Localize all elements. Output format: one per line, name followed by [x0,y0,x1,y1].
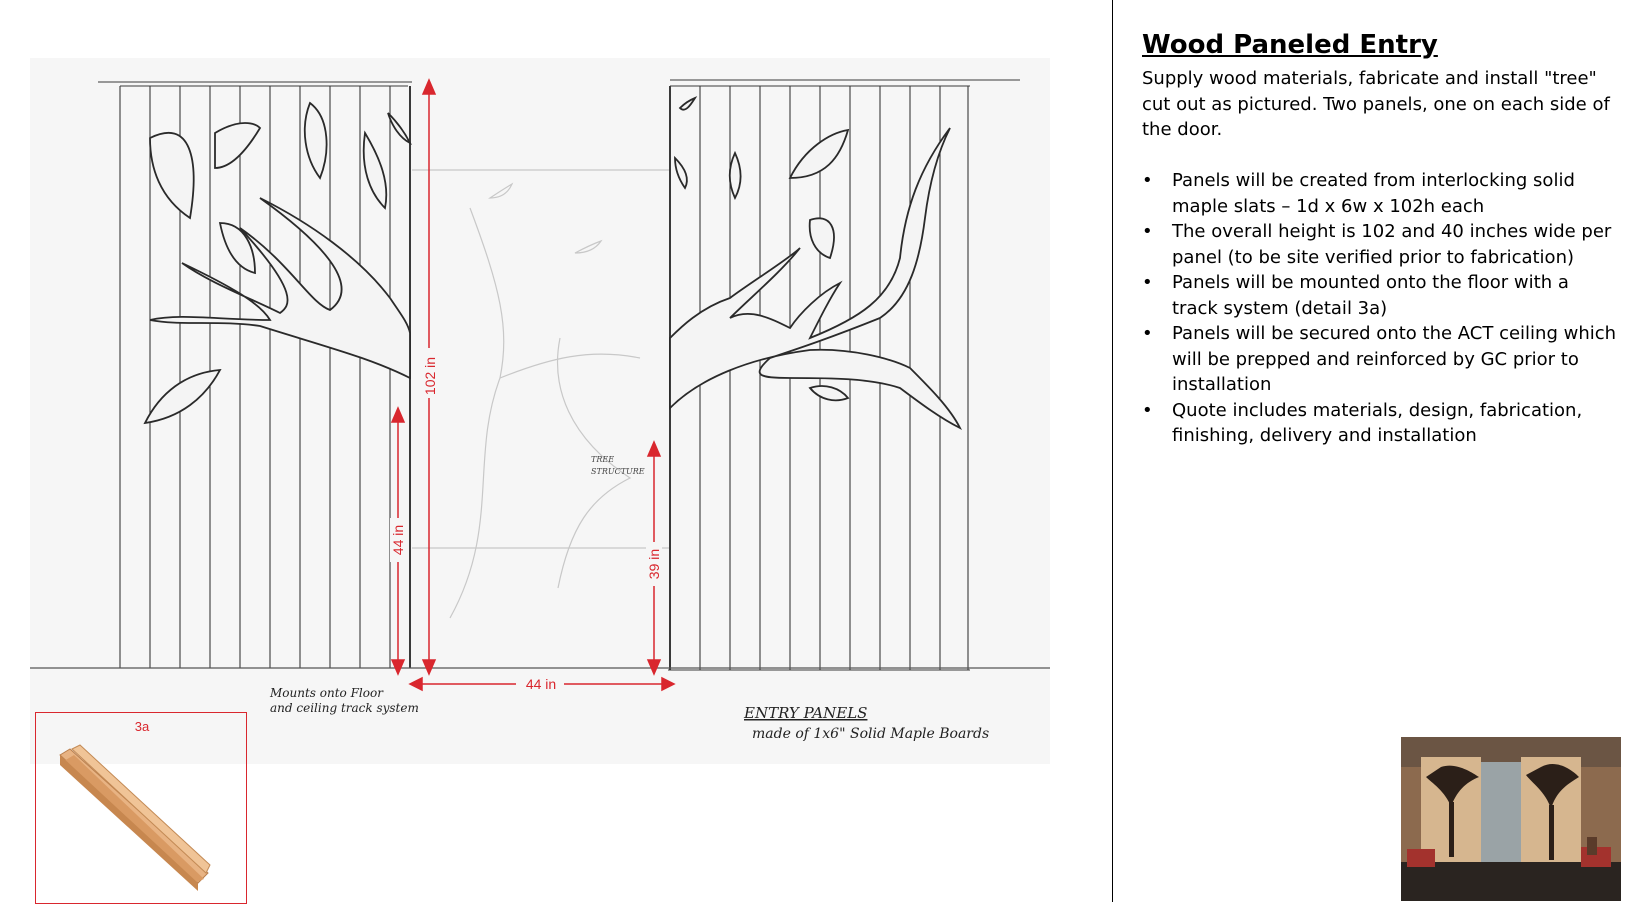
track-detail-box: 3a [35,712,247,904]
right-tree-cutout [669,96,963,431]
handwritten-mount-note-line2: and ceiling track system [270,701,419,715]
page-divider [1112,0,1113,902]
entry-panel-sketch: 102 in 44 in 39 in 44 in Mounts onto Flo… [30,58,1050,764]
dimension-label-left-opening: 44 in [390,525,406,555]
handwritten-tree-note-line1: TREE [591,455,614,464]
scope-item: • The overall height is 102 and 40 inches… [1142,219,1617,270]
handwritten-tree-note-line2: STRUCTURE [591,467,645,476]
scope-item-text: Quote includes materials, design, fabric… [1172,399,1583,447]
bullet-icon: • [1142,399,1153,421]
intro-paragraph: Supply wood materials, fabricate and ins… [1142,68,1610,140]
bullet-icon: • [1142,272,1153,293]
background-tree-sketch [412,169,670,619]
reference-lobby-photo [1401,737,1621,901]
scope-item-text: Panels will be mounted onto the floor wi… [1172,272,1569,319]
bullet-icon: • [1142,221,1153,242]
scope-item-text: Panels will be created from interlocking… [1172,170,1575,217]
dimension-label-height: 102 in [422,357,438,395]
bullet-icon: • [1142,170,1153,191]
scope-item-text: Panels will be secured onto the ACT ceil… [1172,323,1617,395]
track-rail-image [59,744,211,891]
scope-item-text: The overall height is 102 and 40 inches … [1172,221,1612,268]
dimension-label-right-opening: 39 in [646,549,662,579]
detail-label: 3a [134,719,150,734]
page-title: Wood Paneled Entry [1142,30,1438,60]
dimension-label-gap: 44 in [526,676,556,692]
scope-list: • Panels will be created from interlockin… [1142,168,1617,449]
handwritten-entry-title: ENTRY PANELS [743,704,867,722]
handwritten-mount-note-line1: Mounts onto Floor [269,686,384,700]
scope-item: • Panels will be created from interlockin… [1142,168,1617,219]
scope-item: • Panels will be mounted onto the floor w… [1142,270,1617,321]
handwritten-entry-material: made of 1x6" Solid Maple Boards [752,726,989,742]
bullet-icon: • [1142,323,1153,344]
dimension-lines [390,78,676,692]
left-tree-cutout [143,101,413,425]
scope-item: • Panels will be secured onto the ACT cei… [1142,321,1617,398]
scope-item: • Quote includes materials, design, fabri… [1142,398,1617,449]
